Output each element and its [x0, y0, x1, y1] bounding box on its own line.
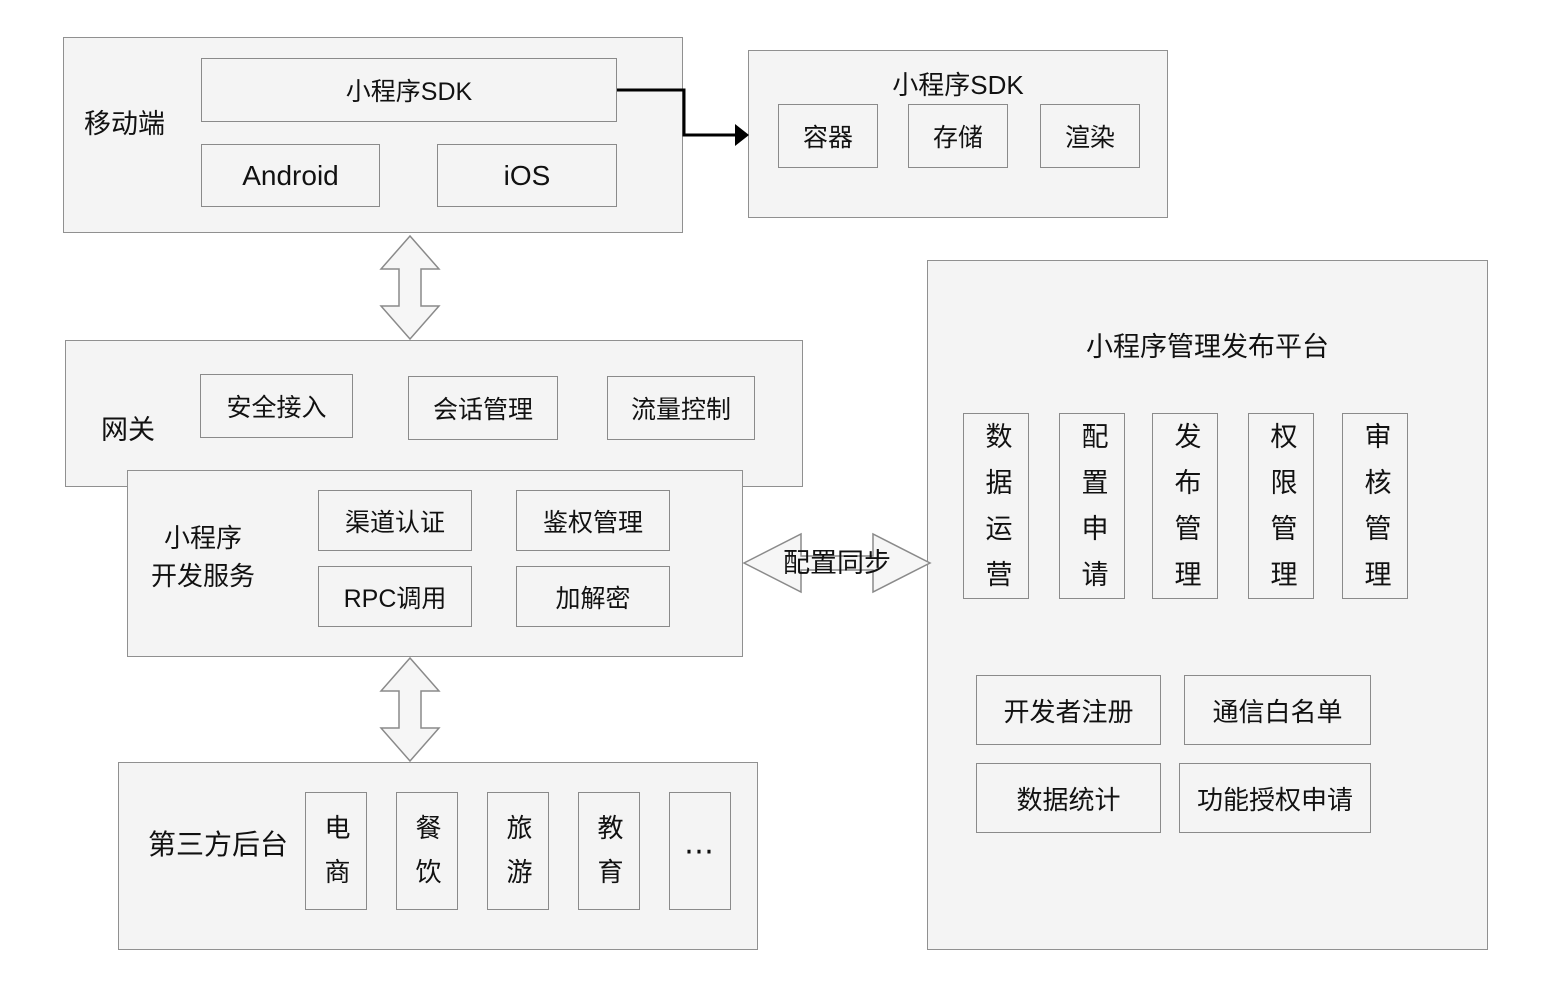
node-review-mgmt: 审核管理	[1342, 413, 1408, 606]
node-travel-text: 旅游	[503, 814, 533, 902]
dev-service-label-line1: 小程序	[163, 523, 242, 553]
node-data-operations-text: 数据运营	[981, 422, 1012, 606]
node-release-mgmt: 发布管理	[1152, 413, 1218, 606]
node-permission-mgmt: 权限管理	[1248, 413, 1314, 606]
node-func-authz-apply: 功能授权申请	[1179, 763, 1371, 833]
node-session-mgmt: 会话管理	[408, 376, 558, 440]
node-ecommerce: 电商	[305, 792, 367, 910]
node-data-statistics: 数据统计	[976, 763, 1161, 833]
node-education: 教育	[578, 792, 640, 910]
node-secure-access: 安全接入	[200, 374, 353, 438]
sdk-detail-title: 小程序SDK	[892, 70, 1024, 100]
node-travel: 旅游	[487, 792, 549, 910]
node-release-mgmt-text: 发布管理	[1170, 422, 1201, 606]
dev-service-group-label: 小程序 开发服务	[133, 519, 273, 595]
platform-title: 小程序管理发布平台	[1086, 332, 1329, 362]
sdk-connector-arrowhead-icon	[735, 124, 749, 146]
node-container: 容器	[778, 104, 878, 168]
node-data-operations: 数据运营	[963, 413, 1029, 606]
node-catering-text: 餐饮	[412, 814, 442, 902]
mobile-gateway-double-arrow-icon	[379, 234, 441, 341]
node-encryption: 加解密	[516, 566, 670, 627]
gateway-group-label: 网关	[101, 415, 155, 445]
node-developer-register: 开发者注册	[976, 675, 1161, 745]
node-config-apply: 配置申请	[1059, 413, 1125, 606]
node-ios: iOS	[437, 144, 617, 207]
node-authz-mgmt: 鉴权管理	[516, 490, 670, 551]
mobile-group-label: 移动端	[84, 109, 165, 139]
node-config-apply-text: 配置申请	[1077, 422, 1108, 606]
node-channel-auth: 渠道认证	[318, 490, 472, 551]
config-sync-label: 配置同步	[783, 548, 891, 578]
node-more-text: ⋯	[684, 834, 716, 868]
node-ecommerce-text: 电商	[321, 814, 351, 902]
platform-group-box	[927, 260, 1488, 950]
node-more: ⋯	[669, 792, 731, 910]
node-flow-control: 流量控制	[607, 376, 755, 440]
third-party-group-label: 第三方后台	[148, 829, 289, 860]
node-education-text: 教育	[594, 814, 624, 902]
node-render: 渲染	[1040, 104, 1140, 168]
node-permission-mgmt-text: 权限管理	[1266, 422, 1297, 606]
devservice-thirdparty-double-arrow-icon	[379, 656, 441, 763]
node-miniprogram-sdk: 小程序SDK	[201, 58, 617, 122]
node-comm-whitelist: 通信白名单	[1184, 675, 1371, 745]
node-android: Android	[201, 144, 380, 207]
node-rpc-call: RPC调用	[318, 566, 472, 627]
node-review-mgmt-text: 审核管理	[1360, 422, 1391, 606]
dev-service-label-line2: 开发服务	[150, 561, 255, 591]
node-storage: 存储	[908, 104, 1008, 168]
node-catering: 餐饮	[396, 792, 458, 910]
